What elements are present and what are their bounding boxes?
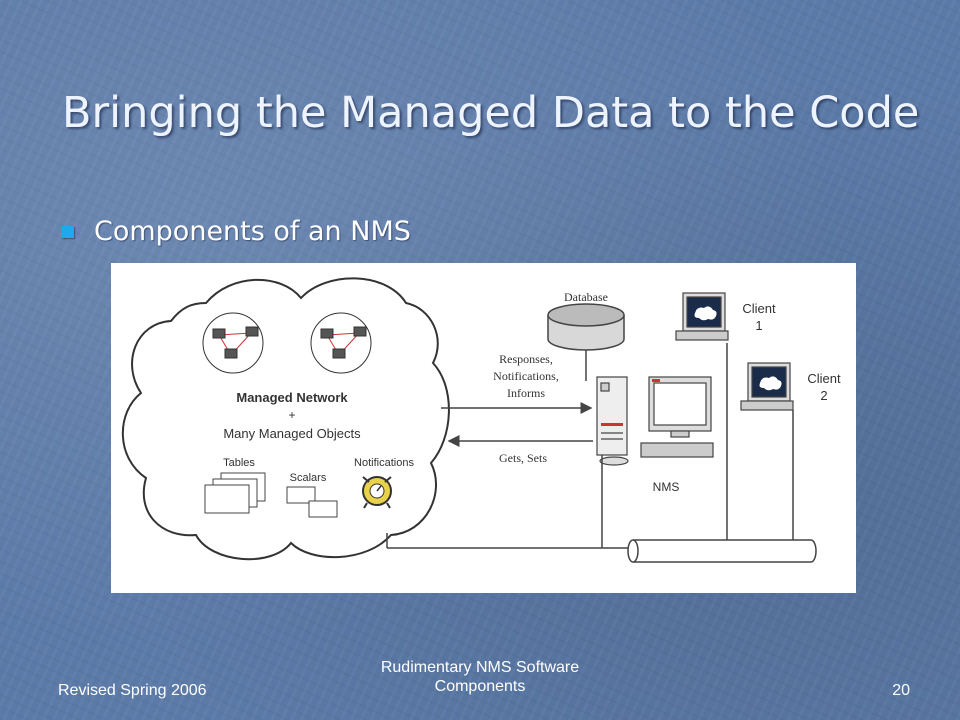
scalars-icon <box>286 486 338 518</box>
network-cluster-right-icon <box>310 312 372 374</box>
nms-server-icon <box>596 376 629 466</box>
client-1-label-2: 1 <box>755 318 762 333</box>
nms-workstation-icon <box>640 376 714 458</box>
bullet-square-icon <box>62 225 74 238</box>
footer-title-line-2: Components <box>434 678 526 695</box>
notifications-label: Notifications <box>354 457 414 469</box>
tables-icon <box>204 472 266 514</box>
client-1-computer-icon <box>675 292 729 341</box>
client-2-computer-icon <box>740 362 794 411</box>
client-2-label-1: Client <box>807 371 841 386</box>
responses-label-2: Notifications, <box>493 369 559 383</box>
tables-label: Tables <box>223 457 255 469</box>
network-bus-pipe-icon <box>627 539 817 563</box>
managed-network-cloud <box>121 277 450 561</box>
scalars-label: Scalars <box>290 472 327 484</box>
client-1-label-1: Client <box>742 301 776 316</box>
responses-label-1: Responses, <box>499 352 553 366</box>
footer-title-line-1: Rudimentary NMS Software <box>380 659 580 676</box>
slide-title: Bringing the Managed Data to the Code <box>62 88 920 138</box>
managed-network-label: Managed Network <box>236 390 348 405</box>
nms-label: NMS <box>653 480 680 494</box>
managed-objects-label: Many Managed Objects <box>223 426 361 441</box>
bullet-item: Components of an NMS <box>62 216 411 247</box>
responses-label-3: Informs <box>507 386 545 400</box>
database-label: Database <box>564 290 608 304</box>
plus-label: + <box>288 408 295 422</box>
footer-title: Rudimentary NMS Software Components <box>330 658 630 696</box>
alarm-clock-icon <box>362 476 392 509</box>
bullet-text: Components of an NMS <box>94 216 411 247</box>
network-cluster-left-icon <box>202 312 264 374</box>
network-connection-lines <box>386 343 794 549</box>
client-2-label-2: 2 <box>820 388 827 403</box>
footer-date: Revised Spring 2006 <box>58 682 207 699</box>
gets-sets-label: Gets, Sets <box>499 451 547 465</box>
page-number: 20 <box>892 682 910 699</box>
database-cylinder-icon <box>547 303 625 351</box>
nms-components-diagram: Managed Network + Many Managed Objects T… <box>111 263 856 593</box>
